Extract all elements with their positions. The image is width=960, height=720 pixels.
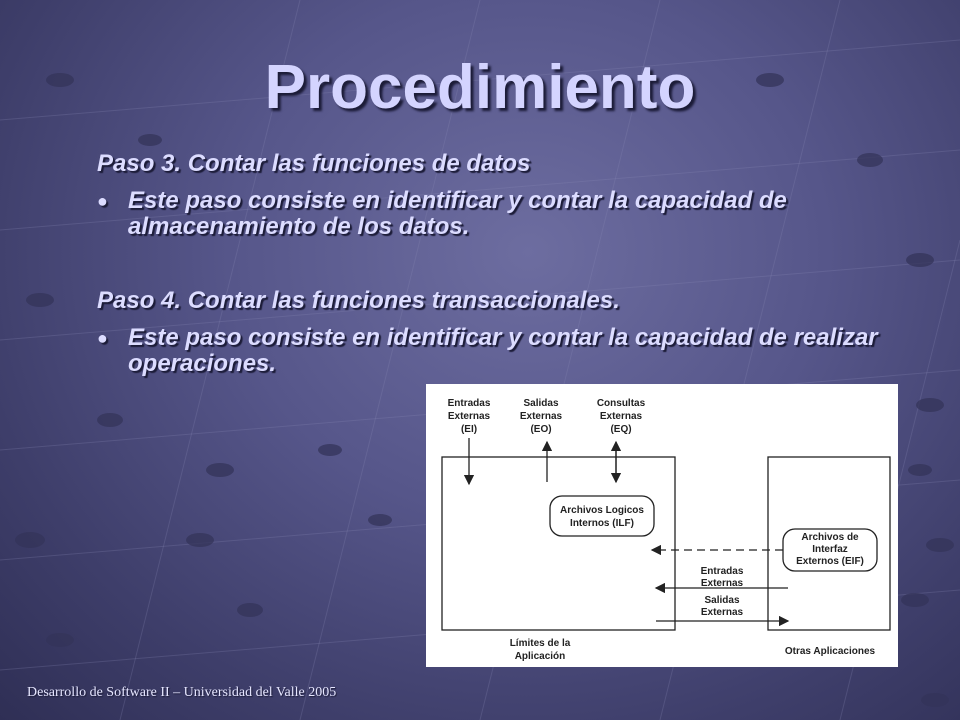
svg-text:Externas: Externas bbox=[701, 607, 744, 618]
ei-label-2: Externas bbox=[448, 411, 491, 422]
step4-bullet-text: Este paso consiste en identificar y cont… bbox=[128, 324, 878, 377]
eo-label-2: Externas bbox=[520, 411, 563, 422]
eif-label-3: Externos (EIF) bbox=[796, 556, 864, 567]
svg-text:Límites de la: Límites de la bbox=[510, 638, 571, 649]
other-applications-box bbox=[767, 456, 891, 631]
svg-text:Salidas: Salidas bbox=[523, 398, 558, 409]
svg-text:(EI): (EI) bbox=[461, 424, 477, 435]
step4-heading: Paso 4. Contar las funciones transaccion… bbox=[97, 287, 620, 314]
ei-label-3: (EI) bbox=[461, 424, 477, 435]
other-apps-label: Otras Aplicaciones bbox=[785, 646, 876, 657]
slide-title: Procedimiento bbox=[264, 53, 696, 122]
slide-footer: Desarrollo de Software II – Universidad … bbox=[27, 685, 337, 700]
svg-text:Archivos de: Archivos de bbox=[801, 532, 859, 543]
svg-text:Externas: Externas bbox=[600, 411, 643, 422]
svg-text:Externas: Externas bbox=[448, 411, 491, 422]
svg-text:Entradas: Entradas bbox=[448, 398, 491, 409]
svg-text:Interfaz: Interfaz bbox=[812, 544, 848, 555]
svg-text:Aplicación: Aplicación bbox=[515, 651, 566, 662]
eif-label-1: Archivos de bbox=[801, 532, 859, 543]
svg-text:Externos (EIF): Externos (EIF) bbox=[796, 556, 864, 567]
out-flow-label-2: Externas bbox=[701, 607, 744, 618]
step3-bullet: ● Este paso consiste en identificar y co… bbox=[97, 188, 897, 240]
in-flow-label-1: Entradas bbox=[701, 566, 744, 577]
bullet-dot-icon: ● bbox=[97, 328, 108, 348]
svg-text:Salidas: Salidas bbox=[704, 595, 739, 606]
step3-heading: Paso 3. Contar las funciones de datos bbox=[97, 150, 531, 177]
out-flow-label-1: Salidas bbox=[704, 595, 739, 606]
boundary-label-2: Aplicación bbox=[515, 651, 566, 662]
ei-label-1: Entradas bbox=[448, 398, 491, 409]
svg-text:Archivos Logicos: Archivos Logicos bbox=[560, 505, 644, 516]
boundary-label-1: Límites de la bbox=[510, 638, 571, 649]
step4-bullet: ● Este paso consiste en identificar y co… bbox=[97, 325, 897, 377]
step3-bullet-text: Este paso consiste en identificar y cont… bbox=[128, 187, 787, 240]
svg-text:(EQ): (EQ) bbox=[610, 424, 631, 435]
svg-text:(EO): (EO) bbox=[530, 424, 551, 435]
svg-text:Consultas: Consultas bbox=[597, 398, 646, 409]
ilf-label-1: Archivos Logicos bbox=[560, 505, 644, 516]
in-flow-label-2: Externas bbox=[701, 578, 744, 589]
application-boundary-box bbox=[441, 456, 676, 631]
svg-text:Externas: Externas bbox=[520, 411, 563, 422]
eq-label-1: Consultas bbox=[597, 398, 646, 409]
eo-label-3: (EO) bbox=[530, 424, 551, 435]
ilf-label-2: Internos (ILF) bbox=[570, 518, 634, 529]
function-point-diagram: Entradas Externas (EI) Salidas Externas … bbox=[426, 384, 898, 667]
eq-label-3: (EQ) bbox=[610, 424, 631, 435]
ilf-box bbox=[549, 495, 655, 537]
svg-text:Otras Aplicaciones: Otras Aplicaciones bbox=[785, 646, 876, 657]
eif-label-2: Interfaz bbox=[812, 544, 848, 555]
bullet-dot-icon: ● bbox=[97, 191, 108, 211]
svg-text:Entradas: Entradas bbox=[701, 566, 744, 577]
eq-label-2: Externas bbox=[600, 411, 643, 422]
svg-text:Internos (ILF): Internos (ILF) bbox=[570, 518, 634, 529]
svg-text:Externas: Externas bbox=[701, 578, 744, 589]
eo-label-1: Salidas bbox=[523, 398, 558, 409]
